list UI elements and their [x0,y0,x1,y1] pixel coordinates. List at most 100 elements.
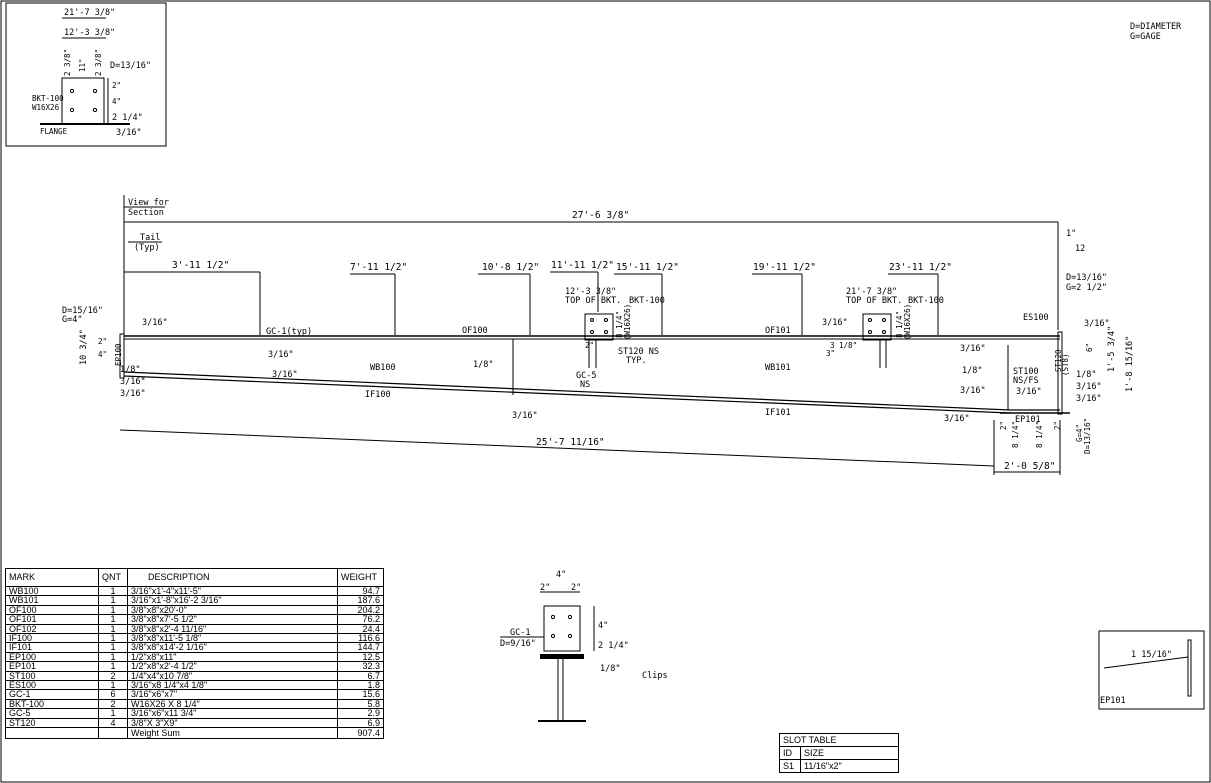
dim-11: 11" [78,58,87,72]
member-ep101: EP101 [1015,415,1041,425]
gc5-label: GC-5 [576,371,596,381]
gc1-typ: GC-1(typ) [266,327,312,337]
ord-dim-3: 10'-8 1/2" [482,262,539,273]
bom-header-mark: MARK [5,568,99,587]
member-nsfs: NS/FS [1013,376,1039,386]
weld-14: 3/16" [1084,319,1110,329]
left-d: D=15/16" [62,306,103,316]
gc-dim-4-top: 4" [556,570,566,580]
slot-table: SLOT TABLE ID SIZE S1 11/16"x2" [779,733,899,773]
slot-row-size: 11/16"x2" [800,759,899,773]
member-if100: IF100 [365,390,391,400]
bom-description: 3/8"X 3"X9" [127,717,338,729]
left-10-3-4: 10 3/4" [79,329,89,365]
dim-d-13-16: D=13/16" [110,61,151,71]
left-g: G=4" [62,315,82,325]
bom-qnt: 1 [98,661,128,672]
gc-weld-1-8: 1/8" [600,664,620,674]
dim-end: 2'-0 5/8" [1004,461,1055,472]
bom-description: 3/16"x1'-8"x16'-2 3/16" [127,595,338,606]
bom-mark: WB101 [5,595,99,606]
bom-mark: GC-5 [5,708,99,719]
ord-dim-7: 23'-11 1/2" [889,262,952,273]
bom-qnt: 1 [98,708,128,719]
bom-header-qnt: QNT [98,568,128,587]
bom-total-label: Weight Sum [127,727,338,740]
right-1-5-3-4: 1'-5 3/4" [1107,326,1117,372]
weld-11: 1/8" [962,366,982,376]
bom-weight: 2.9 [337,708,384,719]
dim-4: 4" [112,97,121,106]
member-wb100: WB100 [370,363,396,373]
bkt-left-8-1-4: 8 1/4" [615,311,624,338]
slot-header-size: SIZE [800,746,899,760]
bkt-right-8-1-4: 8 1/4" [895,311,904,338]
dim-bottom: 25'-7 11/16" [536,437,605,448]
left-ep100: EP100 [114,343,123,366]
bkt-right-label: BKT-100 [908,296,944,306]
bom-weight: 187.6 [337,595,384,606]
bkt-right-dim: 21'-7 3/8" [846,287,897,297]
left-4: 4" [98,350,107,359]
gc1-diameter: D=9/16" [500,639,536,649]
gc-dim-2-right: 2" [571,583,581,593]
dim-21-7: 21'-7 3/8" [64,8,115,18]
tail-typ-label: (Typ) [134,243,160,253]
misc-2: 2" [585,341,594,350]
weld-9: 3/16" [822,318,848,328]
weld-3-16: 3/16" [116,128,142,138]
right-st120: ST120 [1054,349,1063,372]
bom-mark: GC-1 [5,689,99,700]
ord-dim-6: 19'-11 1/2" [753,262,816,273]
bom-qnt: 1 [98,642,128,653]
bom-weight: 6.9 [337,717,384,729]
weld-13: 3/16" [944,414,970,424]
bom-mark: IF101 [5,642,99,653]
bkt-left-top: TOP OF BKT. [565,296,621,306]
right-es100: ES100 [1023,313,1049,323]
dim-2-3-8-a: 2 3/8" [63,49,72,76]
bom-qnt: 1 [98,614,128,625]
right-6: 6" [1085,343,1094,352]
note-diameter: D=DIAMETER [1130,22,1182,32]
bom-description: 3/8"x8"x14'-2 1/16" [127,642,338,653]
weld-3: 3/16" [120,377,146,387]
ep101-detail: 1 15/16" EP101 [1098,630,1205,710]
bkt-left-w16: (W16X26) [623,304,632,340]
misc-8-1-4-b: 8 1/4" [1035,421,1044,448]
bom-weight: 144.7 [337,642,384,653]
member-wb101: WB101 [765,363,791,373]
right-d: D=13/16" [1066,273,1107,283]
member-if101: IF101 [765,408,791,418]
member-st100: ST100 [1013,367,1039,377]
bom-description: 1/2"x8"x2'-4 1/2" [127,661,338,672]
bom-mark: OF101 [5,614,99,625]
bom-weight: 76.2 [337,614,384,625]
ord-dim-4: 11'-11 1/2" [551,260,614,271]
member-of100: OF100 [462,326,488,336]
bom-description: 3/16"x6"x7" [127,689,338,700]
ord-dim-1: 3'-11 1/2" [172,260,229,271]
right-g: G=2 1/2" [1066,283,1107,293]
bom-description: 3/16"x6"x11 3/4" [127,708,338,719]
bkt-left-dim: 12'-3 3/8" [565,287,616,297]
bom-description: 3/8"x8"x7'-5 1/2" [127,614,338,625]
gc1-label: GC-1 [510,628,530,638]
dim-2-1-4: 2 1/4" [112,113,143,123]
misc-3: 3" [826,349,835,358]
right-g-bottom: G=4" [1075,424,1084,442]
right-1-8-15-16: 1'-8 15/16" [1125,336,1135,392]
label-bkt100: BKT-100 [32,94,64,103]
view-for-label: View for [128,198,169,208]
